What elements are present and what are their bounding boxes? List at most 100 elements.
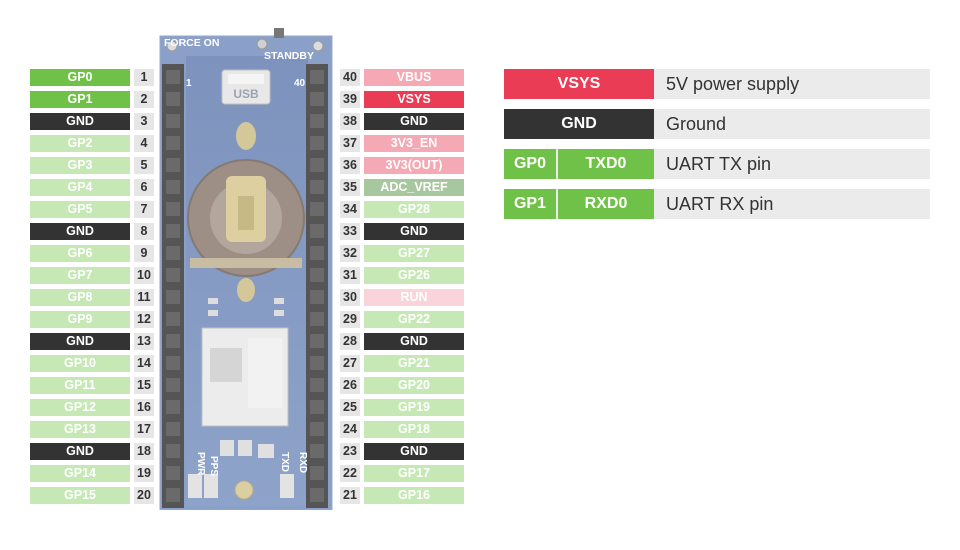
pin-number: 26 — [340, 377, 360, 394]
pin-number: 27 — [340, 355, 360, 372]
header-pin — [166, 268, 180, 282]
header-pin — [166, 378, 180, 392]
header-pin — [310, 92, 324, 106]
pps-label: PPS — [208, 456, 219, 476]
pin-label: GP16 — [364, 487, 464, 504]
header-pin — [310, 378, 324, 392]
pin-label: GND — [30, 223, 130, 240]
rxd-label: RXD — [297, 452, 308, 473]
header-pin — [166, 202, 180, 216]
legend-chip: RXD0 — [558, 189, 654, 219]
legend-description: UART RX pin — [666, 194, 774, 214]
pin40-mark: 40 — [294, 78, 306, 89]
header-pin — [166, 334, 180, 348]
pin-number: 28 — [340, 333, 360, 350]
pin-label: GP6 — [30, 245, 130, 262]
pin-label: GND — [30, 443, 130, 460]
pin-label: GP26 — [364, 267, 464, 284]
legend-description: UART TX pin — [666, 154, 772, 174]
header-pin — [310, 202, 324, 216]
pin-number: 33 — [340, 223, 360, 240]
pin-number: 22 — [340, 465, 360, 482]
pin-label: GP0 — [30, 69, 130, 86]
pin-number: 13 — [134, 333, 154, 350]
pico-gps-board: FORCE ON STANDBY 1 40 USB — [159, 28, 333, 510]
button-top — [274, 28, 284, 38]
pin-label: GP17 — [364, 465, 464, 482]
usb-connector: USB — [221, 69, 271, 105]
pin-number: 20 — [134, 487, 154, 504]
header-pin — [310, 268, 324, 282]
pin-number: 10 — [134, 267, 154, 284]
pin-label: 3V3_EN — [364, 135, 464, 152]
smd-components — [208, 298, 284, 316]
pin-number: 24 — [340, 421, 360, 438]
pin-label: GND — [364, 333, 464, 350]
header-pin — [166, 466, 180, 480]
pin-number: 30 — [340, 289, 360, 306]
standby-label: STANDBY — [264, 50, 314, 62]
pin-label: GP9 — [30, 311, 130, 328]
pin-number: 29 — [340, 311, 360, 328]
pin-number: 18 — [134, 443, 154, 460]
header-pin — [166, 180, 180, 194]
pin-label: GND — [30, 333, 130, 350]
pin1-mark: 1 — [186, 78, 192, 89]
right-header-strip — [306, 64, 328, 508]
pin-number: 19 — [134, 465, 154, 482]
header-pin — [166, 444, 180, 458]
header-pin — [166, 400, 180, 414]
pin-label: GP27 — [364, 245, 464, 262]
pin-number: 4 — [134, 135, 154, 152]
bottom-components — [188, 440, 294, 500]
pin-number: 31 — [340, 267, 360, 284]
pin-number: 32 — [340, 245, 360, 262]
pin-number: 9 — [134, 245, 154, 262]
pin-number: 25 — [340, 399, 360, 416]
pin-number: 38 — [340, 113, 360, 130]
pin-number: 2 — [134, 91, 154, 108]
header-pin — [166, 356, 180, 370]
pin-number: 17 — [134, 421, 154, 438]
header-pin — [166, 136, 180, 150]
pin-label: GP28 — [364, 201, 464, 218]
pin-number: 6 — [134, 179, 154, 196]
pin-number: 34 — [340, 201, 360, 218]
legend-chip: GP0 — [504, 149, 556, 179]
pwr-label: PWR — [195, 452, 206, 476]
header-pin — [310, 180, 324, 194]
pin-number: 1 — [134, 69, 154, 86]
pin-label: GP10 — [30, 355, 130, 372]
header-pin — [166, 92, 180, 106]
pin-label: GP14 — [30, 465, 130, 482]
pin-label: GND — [30, 113, 130, 130]
header-pin — [310, 224, 324, 238]
header-pin — [310, 246, 324, 260]
pin-label: RUN — [364, 289, 464, 306]
pin-number: 14 — [134, 355, 154, 372]
pin-label: GP11 — [30, 377, 130, 394]
pin-label: GP22 — [364, 311, 464, 328]
left-header-strip — [162, 64, 184, 508]
pin-label: GP19 — [364, 399, 464, 416]
pin-number: 35 — [340, 179, 360, 196]
header-pin — [310, 136, 324, 150]
pin-label: GP18 — [364, 421, 464, 438]
header-pin — [310, 312, 324, 326]
mount-holes — [166, 40, 324, 52]
pin-label: GP21 — [364, 355, 464, 372]
header-pin — [310, 70, 324, 84]
header-pin — [310, 488, 324, 502]
pin-label: ADC_VREF — [364, 179, 464, 196]
pin-number: 23 — [340, 443, 360, 460]
header-pin — [166, 70, 180, 84]
header-pin — [310, 334, 324, 348]
pin-number: 16 — [134, 399, 154, 416]
pin-number: 37 — [340, 135, 360, 152]
pin-number: 5 — [134, 157, 154, 174]
legend-chip: GND — [504, 109, 654, 139]
header-pin — [310, 114, 324, 128]
